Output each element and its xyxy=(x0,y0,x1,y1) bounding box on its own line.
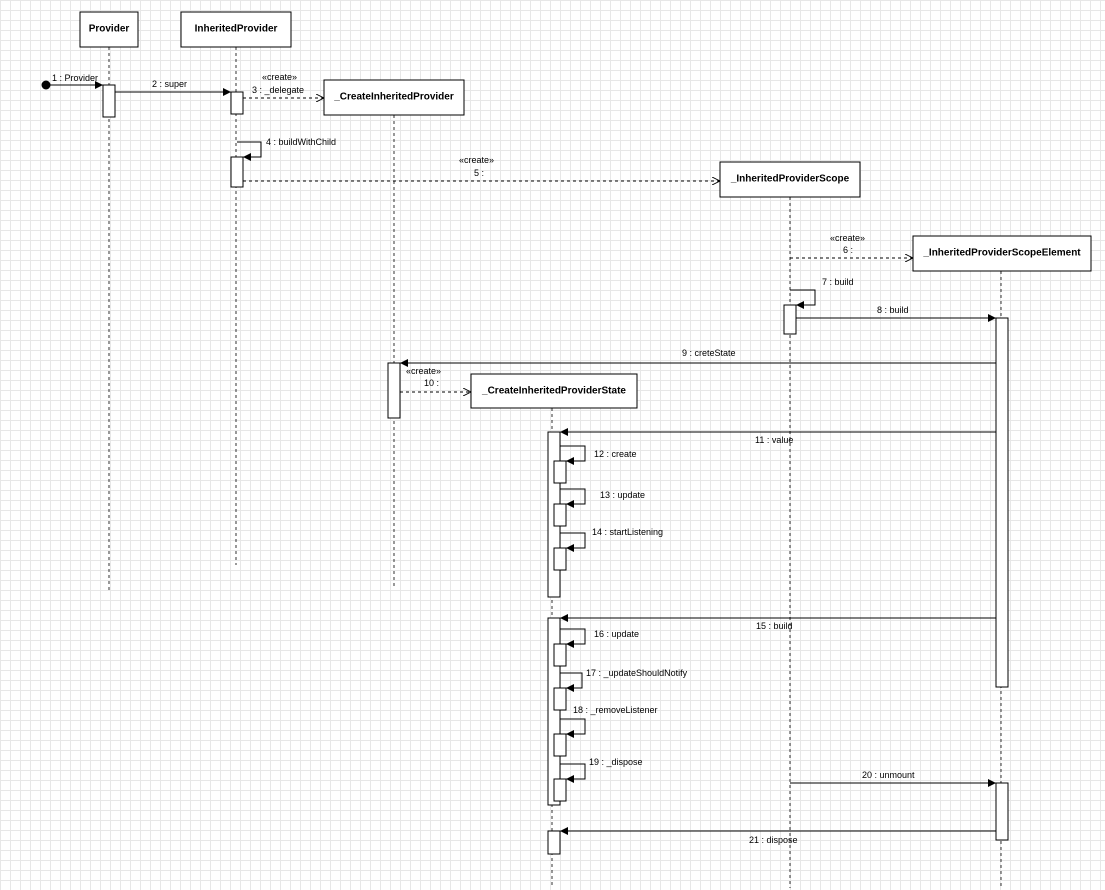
message-label: 3 : _delegate xyxy=(252,85,304,95)
stereotype-label: «create» xyxy=(406,366,441,376)
message-label: 5 : xyxy=(474,168,484,178)
activation-bar xyxy=(553,460,567,484)
object-label: Provider xyxy=(89,24,130,35)
message-label: 18 : _removeListener xyxy=(573,705,658,715)
object-provider[interactable]: Provider xyxy=(79,11,139,48)
stereotype-label: «create» xyxy=(830,233,865,243)
message-label: 7 : build xyxy=(822,277,854,287)
activation-bar xyxy=(553,778,567,802)
stereotype-label: «create» xyxy=(262,72,297,82)
object-label: _InheritedProviderScopeElement xyxy=(922,248,1081,259)
activation-bar xyxy=(230,156,244,188)
object-label: _CreateInheritedProvider xyxy=(333,92,454,103)
activation-bar xyxy=(102,84,116,118)
object-label: _CreateInheritedProviderState xyxy=(481,386,626,397)
self-message-arrow[interactable] xyxy=(560,763,586,783)
self-message-arrow[interactable] xyxy=(237,141,262,161)
self-message-arrow[interactable] xyxy=(560,532,586,552)
object-label: _InheritedProviderScope xyxy=(730,174,850,185)
message-label: 14 : startListening xyxy=(592,527,663,537)
message-label: 19 : _dispose xyxy=(589,757,643,767)
activation-bar xyxy=(553,503,567,527)
object-inherited-provider-scope-element[interactable]: _InheritedProviderScopeElement xyxy=(912,235,1092,272)
self-message-arrow[interactable] xyxy=(560,718,586,738)
activation-bar xyxy=(995,782,1009,841)
message-label: 13 : update xyxy=(600,490,645,500)
message-label: 1 : Provider xyxy=(52,73,98,83)
activation-bar xyxy=(553,547,567,571)
activation-bar xyxy=(783,304,797,335)
message-label: 10 : xyxy=(424,378,439,388)
activation-bar xyxy=(387,362,401,419)
object-inherited-provider[interactable]: InheritedProvider xyxy=(180,11,292,48)
object-create-inherited-provider[interactable]: _CreateInheritedProvider xyxy=(323,79,465,116)
activation-bar xyxy=(995,317,1009,688)
message-label: 9 : creteState xyxy=(682,348,736,358)
activation-bar xyxy=(230,91,244,115)
object-inherited-provider-scope[interactable]: _InheritedProviderScope xyxy=(719,161,861,198)
activation-bar xyxy=(553,643,567,667)
message-label: 4 : buildWithChild xyxy=(266,137,336,147)
stereotype-label: «create» xyxy=(459,155,494,165)
message-label: 6 : xyxy=(843,245,853,255)
message-label: 15 : build xyxy=(756,621,793,631)
message-label: 16 : update xyxy=(594,629,639,639)
activation-bar xyxy=(553,733,567,757)
message-label: 12 : create xyxy=(594,449,637,459)
message-label: 11 : value xyxy=(755,435,793,445)
message-label: 21 : dispose xyxy=(749,835,798,845)
object-create-inherited-provider-state[interactable]: _CreateInheritedProviderState xyxy=(470,373,638,409)
activation-bar xyxy=(547,830,561,855)
message-label: 8 : build xyxy=(877,305,909,315)
object-label: InheritedProvider xyxy=(195,24,278,35)
self-message-arrow[interactable] xyxy=(560,445,586,465)
self-message-arrow[interactable] xyxy=(560,488,586,508)
self-message-arrow[interactable] xyxy=(560,672,583,692)
message-label: 20 : unmount xyxy=(862,770,915,780)
message-label: 2 : super xyxy=(152,79,187,89)
self-message-arrow[interactable] xyxy=(560,628,586,648)
activation-bar xyxy=(553,687,567,711)
self-message-arrow[interactable] xyxy=(790,289,816,309)
message-label: 17 : _updateShouldNotify xyxy=(586,668,688,678)
